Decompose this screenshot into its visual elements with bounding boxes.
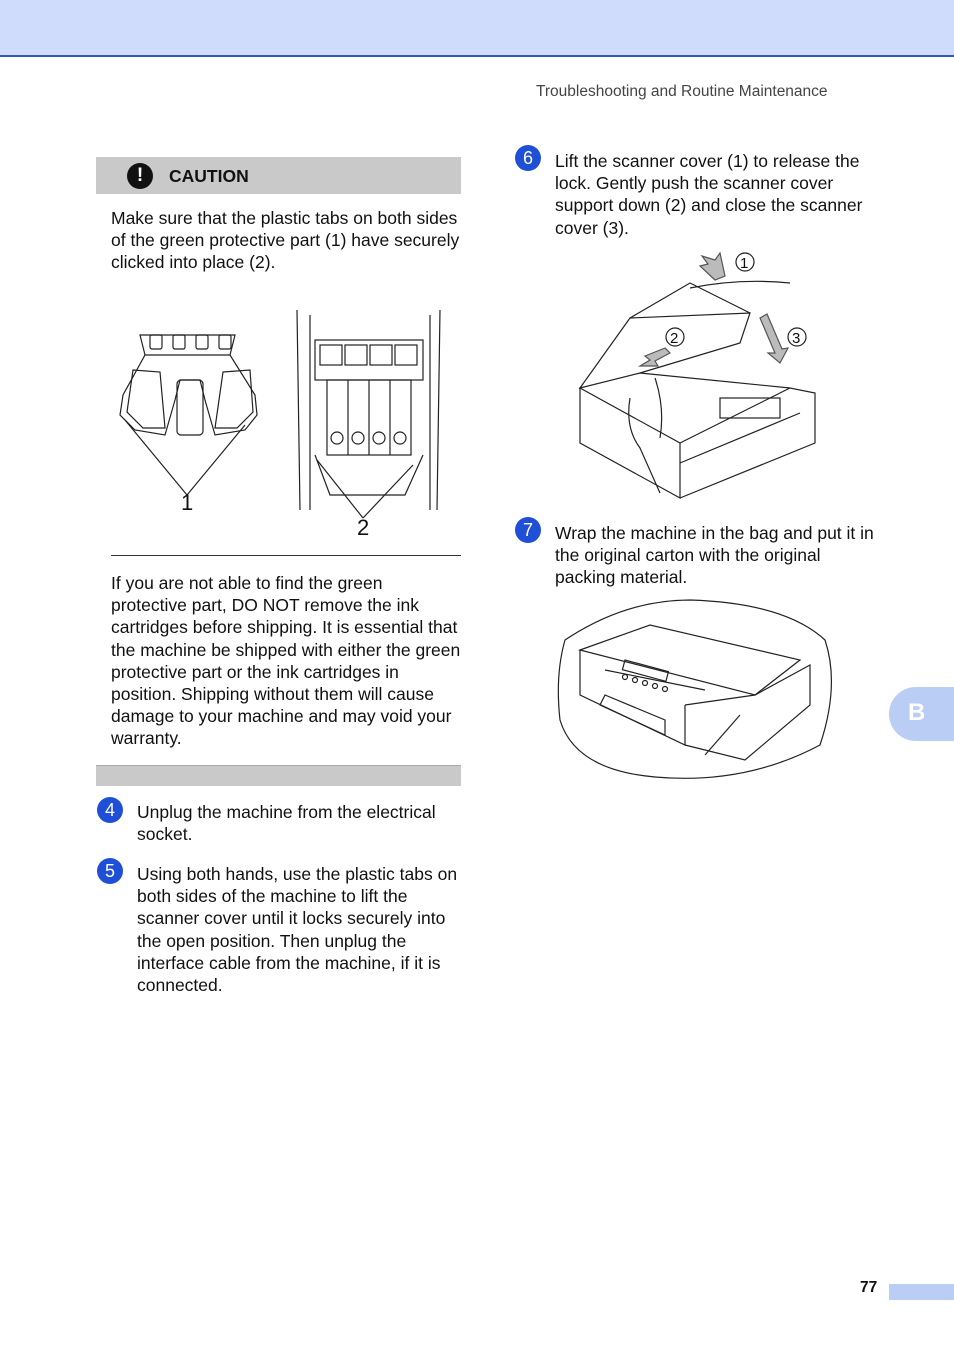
appendix-tab: B [889, 687, 954, 741]
step-7-text: Wrap the machine in the bag and put it i… [555, 523, 874, 588]
page-number-bar [889, 1284, 954, 1300]
callout-scanner-2: 2 [670, 330, 678, 347]
step-7-number: 7 [515, 517, 541, 543]
caution-bar: ! CAUTION [96, 157, 461, 194]
caution-warning-text: If you are not able to find the green pr… [111, 573, 461, 749]
exclamation-icon: ! [127, 163, 153, 189]
printer-open-drawing [578, 280, 816, 500]
step-6-callouts [665, 252, 807, 347]
step-6-number: 6 [515, 145, 541, 171]
step-6-text: Lift the scanner cover (1) to release th… [555, 151, 863, 238]
appendix-tab-label: B [908, 699, 926, 726]
callout-1: 1 [181, 490, 193, 515]
caution-text: Make sure that the plastic tabs on both … [111, 208, 460, 273]
header-bar [0, 0, 954, 57]
printer-drawing [577, 624, 811, 761]
callout-scanner-1: 1 [740, 255, 748, 272]
callout-2: 2 [357, 515, 369, 540]
page-number: 77 [860, 1279, 878, 1296]
callout-scanner-3: 3 [792, 330, 800, 347]
step-5-number: 5 [97, 858, 123, 884]
cartridge-bay-drawing [296, 309, 441, 519]
bag-outline [557, 599, 833, 779]
caution-divider [111, 555, 461, 556]
step-4-number: 4 [97, 797, 123, 823]
protective-part-drawing [119, 334, 258, 496]
step-5-text: Using both hands, use the plastic tabs o… [137, 864, 458, 996]
scanner-cover-figure: 1 2 3 [578, 251, 816, 500]
caution-end-bar [96, 765, 461, 786]
movement-arrows [637, 251, 790, 367]
bagged-printer-figure [557, 599, 833, 779]
protective-part-figure: 1 2 [119, 309, 441, 540]
caution-label: CAUTION [169, 166, 249, 186]
running-header: Troubleshooting and Routine Maintenance [536, 83, 828, 100]
step-4-text: Unplug the machine from the electrical s… [137, 802, 436, 845]
